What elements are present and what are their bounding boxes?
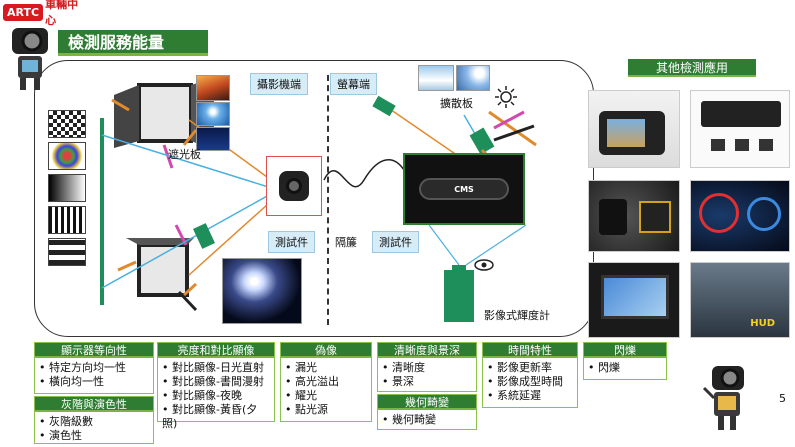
dut-right-label: 測試件: [372, 231, 419, 253]
category-item: 景深: [382, 375, 472, 389]
category-display-isotropy: 顯示器等向性 特定方向均一性 橫向均一性: [34, 342, 154, 394]
category-title: 偽像: [281, 343, 371, 358]
artc-logo: ARTC 車輛中心: [3, 0, 83, 27]
dashcam-photo: [588, 90, 680, 168]
meter-label: 影像式輝度計: [484, 309, 550, 322]
category-item: 點光源: [285, 403, 367, 417]
shade-label: 遮光板: [168, 148, 201, 161]
category-item: 耀光: [285, 389, 367, 403]
category-item: 漏光: [285, 361, 367, 375]
category-item: 清晰度: [382, 361, 472, 375]
divider-label: 隔簾: [335, 236, 357, 249]
flare-photo: [222, 258, 302, 324]
screen-side-label: 螢幕端: [330, 73, 377, 95]
category-item: 灰階級數: [39, 415, 149, 429]
category-item: 高光溢出: [285, 375, 367, 389]
category-item: 對比顯像-黃昏(夕照): [162, 403, 270, 431]
page-title: 檢測服務能量: [58, 30, 208, 56]
night-photo: [196, 127, 230, 151]
category-title: 亮度和對比顯像: [158, 343, 274, 358]
monitor-system-photo: [690, 90, 790, 168]
cms-mirror: CMS: [419, 178, 509, 200]
category-item: 對比顯像-書間漫射: [162, 375, 270, 389]
other-apps-title: 其他檢測應用: [628, 59, 756, 77]
color-chart-icon: [48, 142, 86, 170]
diffuser-label: 擴散板: [440, 97, 473, 110]
category-flicker: 閃爍 閃爍: [583, 342, 667, 380]
robot-mascot-icon: [12, 28, 48, 90]
cms-monitor: CMS: [403, 153, 525, 225]
category-artifacts: 偽像 漏光 高光溢出 耀光 點光源: [280, 342, 372, 422]
category-item: 橫向均一性: [39, 375, 149, 389]
camera-side-label: 攝影機端: [250, 73, 308, 95]
category-item: 演色性: [39, 429, 149, 443]
sky-photo: [418, 65, 454, 91]
grid-chart-icon: [48, 238, 86, 266]
category-item: 對比顯像-日光直射: [162, 361, 270, 375]
sunset-photo: [196, 75, 230, 101]
daylight-photo: [196, 102, 230, 126]
category-title: 閃爍: [584, 343, 666, 358]
test-chart-strip: [48, 110, 86, 270]
category-title: 幾何畸變: [378, 395, 476, 410]
category-item: 對比顯像-夜晚: [162, 389, 270, 403]
category-item: 系統延遲: [487, 389, 573, 403]
category-temporal: 時間特性 影像更新率 影像成型時間 系統延遲: [482, 342, 578, 408]
headrest-screen-photo: [588, 262, 680, 338]
eye-icon: [474, 259, 494, 271]
category-item: 影像更新率: [487, 361, 573, 375]
page-number: 5: [779, 392, 786, 405]
category-title: 顯示器等向性: [35, 343, 153, 358]
category-clarity-depth: 清晰度與景深 清晰度 景深: [377, 342, 477, 392]
logo-text: 車輛中心: [45, 0, 79, 27]
camera-icon: [279, 171, 309, 201]
resolution-chart-icon: [48, 206, 86, 234]
category-item: 閃爍: [588, 361, 662, 375]
category-title: 清晰度與景深: [378, 343, 476, 358]
category-item: 影像成型時間: [487, 375, 573, 389]
logo-badge: ARTC: [3, 3, 44, 21]
category-item: 幾何畸變: [382, 413, 472, 427]
robot-mascot-icon: [702, 366, 744, 430]
category-title: 時間特性: [483, 343, 577, 358]
camera-under-test: [266, 156, 322, 216]
curtain-divider: [327, 75, 329, 325]
instrument-cluster-photo: [690, 180, 790, 252]
hud-label: HUD: [750, 318, 775, 329]
sun-photo: [456, 65, 490, 91]
grayscale-chart-icon: [48, 174, 86, 202]
category-luminance-contrast: 亮度和對比顯像 對比顯像-日光直射 對比顯像-書間漫射 對比顯像-夜晚 對比顯像…: [157, 342, 275, 430]
hud-photo: HUD: [690, 262, 790, 338]
category-item: 特定方向均一性: [39, 361, 149, 375]
category-geometric-distortion: 幾何畸變 幾何畸變: [377, 394, 477, 430]
action-camera-photo: [588, 180, 680, 252]
sun-icon: [495, 86, 517, 108]
checkerboard-chart-icon: [48, 110, 86, 138]
category-grayscale-color: 灰階與演色性 灰階級數 演色性: [34, 396, 154, 444]
dut-left-label: 測試件: [268, 231, 315, 253]
category-title: 灰階與演色性: [35, 397, 153, 412]
